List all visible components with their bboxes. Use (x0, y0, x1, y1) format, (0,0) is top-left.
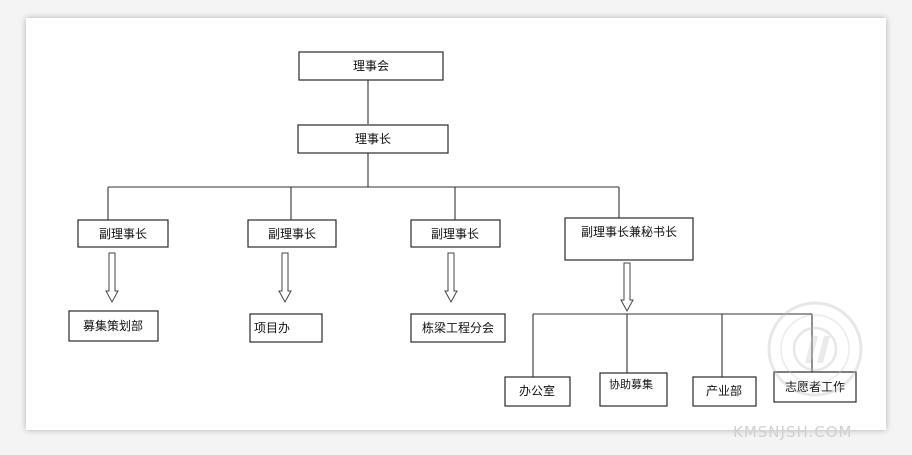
node-chairman: 理事长 (297, 124, 449, 154)
node-vice-chairman-3: 副理事长 (410, 219, 501, 248)
node-label: 栋梁工程分会 (422, 320, 494, 335)
node-label: 项目办 (254, 320, 290, 335)
node-industry: 产业部 (692, 376, 757, 407)
seal-inner-ring (780, 314, 850, 384)
seal-emblem-icon (805, 336, 830, 363)
node-vice-chairman-secretary: 副理事长兼秘书长 (564, 217, 694, 261)
connectors (107, 80, 813, 377)
node-label: 副理事长 (268, 227, 316, 241)
node-project-office: 项目办 (249, 313, 323, 343)
node-label: 募集策划部 (83, 318, 143, 333)
arrow-down-icon (105, 252, 119, 304)
arrow-down-icon (278, 252, 292, 304)
seal-emblem-ring (792, 326, 838, 372)
node-label: 副理事长 (431, 227, 479, 241)
node-label: 副理事长兼秘书长 (581, 225, 677, 239)
node-vice-chairman-2: 副理事长 (247, 219, 337, 248)
arrow-down-icon (620, 262, 634, 313)
node-bridge-branch: 栋梁工程分会 (410, 313, 506, 343)
node-label: 理事会 (353, 59, 389, 73)
node-vice-chairman-1: 副理事长 (77, 219, 169, 248)
node-volunteer: 志愿者工作 (773, 371, 857, 403)
watermark-text: KMSNJSH.COM (733, 423, 852, 441)
node-office: 办公室 (504, 376, 571, 407)
node-assist-fundraising: 协助募集 (599, 372, 668, 407)
node-council: 理事会 (298, 51, 444, 81)
arrows (105, 252, 634, 313)
node-label: 理事长 (355, 132, 391, 146)
node-fundraising-planning: 募集策划部 (68, 310, 159, 342)
node-label: 办公室 (519, 383, 555, 398)
node-label: 志愿者工作 (785, 380, 845, 394)
node-label: 副理事长 (99, 227, 147, 241)
node-label: 产业部 (706, 383, 742, 398)
seal-outer-ring (767, 301, 863, 397)
arrow-down-icon (444, 252, 458, 304)
node-label: 协助募集 (609, 377, 653, 391)
watermark-seal (767, 301, 863, 397)
